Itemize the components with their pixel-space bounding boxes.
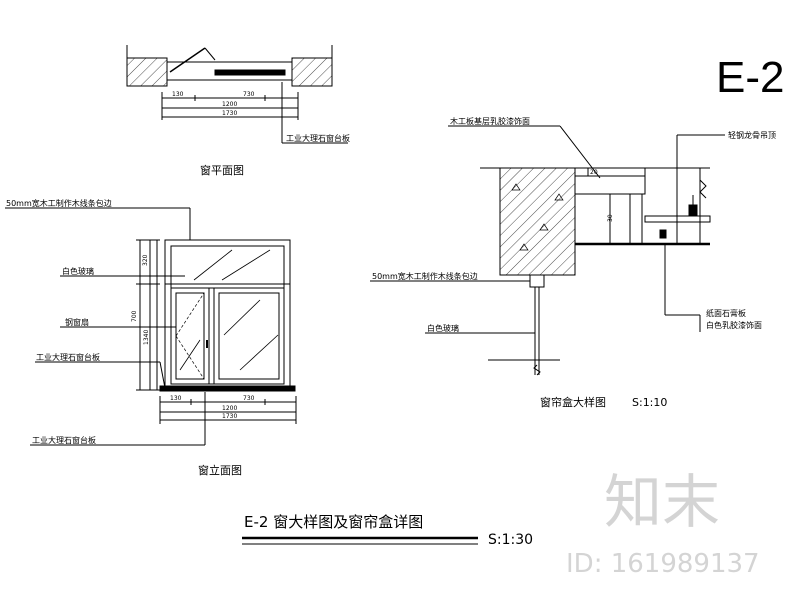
elev-callout-glass: 白色玻璃 bbox=[62, 266, 94, 276]
detail-caption: 窗帘盒大样图 bbox=[540, 395, 606, 409]
drawing-title: E-2 窗大样图及窗帘盒详图 bbox=[244, 513, 423, 531]
elev-callout-sill: 工业大理石窗台板 bbox=[36, 352, 100, 362]
plan-wall-right bbox=[291, 57, 333, 87]
detail-callout-right-1: 纸面石膏板 bbox=[706, 308, 746, 318]
plan-dim-a: 130 bbox=[172, 91, 184, 98]
plan-dim-d: 1730 bbox=[222, 110, 237, 117]
detail-callout-top-right: 轻钢龙骨吊顶 bbox=[728, 130, 776, 140]
plan-dim-b: 730 bbox=[243, 91, 255, 98]
elev-caption: 窗立面图 bbox=[198, 463, 242, 477]
window-plan-view bbox=[126, 45, 348, 144]
plan-wall-left bbox=[126, 57, 168, 87]
elev-callout-bottom: 工业大理石窗台板 bbox=[32, 435, 96, 445]
elev-dim-left-c: 1340 bbox=[143, 330, 150, 345]
elev-dim-bot-c: 1200 bbox=[222, 405, 237, 412]
watermark-id: ID: 161989137 bbox=[566, 549, 760, 579]
elev-callout-top: 50mm宽木工制作木线条包边 bbox=[6, 198, 112, 208]
watermark-brand: 知末 bbox=[604, 468, 720, 536]
elev-dim-bot-d: 1730 bbox=[222, 413, 237, 420]
elev-dim-left-b: 700 bbox=[131, 310, 138, 322]
detail-callout-right-2: 白色乳胶漆饰面 bbox=[706, 320, 762, 330]
drawing-scale: S:1:30 bbox=[488, 532, 533, 548]
detail-dim-a: 20 bbox=[590, 169, 598, 176]
plan-dim-c: 1200 bbox=[222, 101, 237, 108]
detail-callout-top-left: 木工板基层乳胶漆饰面 bbox=[450, 116, 530, 126]
sheet-code: E-2 bbox=[716, 53, 784, 102]
window-elevation-view bbox=[5, 207, 297, 446]
elev-outer-frame bbox=[164, 239, 291, 391]
plan-callout: 工业大理石窗台板 bbox=[286, 133, 350, 143]
elev-sill bbox=[159, 385, 296, 392]
detail-curtain-box bbox=[574, 175, 646, 195]
elev-dim-left-a: 320 bbox=[142, 254, 149, 266]
plan-open-sash bbox=[169, 47, 206, 73]
curtain-box-detail bbox=[370, 125, 725, 376]
detail-dim-b: 30 bbox=[607, 214, 614, 222]
plan-caption: 窗平面图 bbox=[200, 163, 244, 177]
detail-scale: S:1:10 bbox=[632, 396, 667, 409]
detail-callout-left-mid: 50mm宽木工制作木线条包边 bbox=[372, 271, 478, 281]
elev-dim-bot-b: 730 bbox=[243, 395, 255, 402]
elev-dim-bot-a: 130 bbox=[170, 395, 182, 402]
detail-callout-left-low: 白色玻璃 bbox=[427, 323, 459, 333]
detail-beam bbox=[499, 167, 576, 276]
elev-callout-frame: 钢窗扇 bbox=[65, 317, 89, 327]
